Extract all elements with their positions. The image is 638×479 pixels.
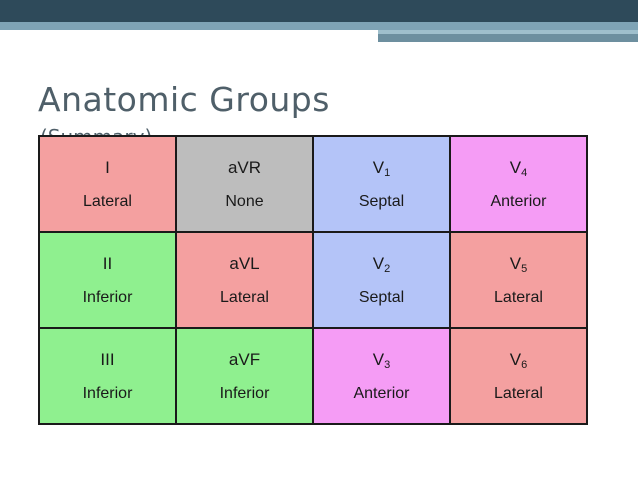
group-label: Lateral xyxy=(494,384,543,402)
anatomic-groups-table: I Lateral aVR None V1 Septal V4 Anterior… xyxy=(38,135,588,425)
slide-title: Anatomic Groups xyxy=(38,80,330,119)
lead-label: II xyxy=(102,253,113,273)
lead-label: aVR xyxy=(227,157,262,177)
group-label: None xyxy=(225,192,264,210)
group-label: Inferior xyxy=(219,384,270,402)
group-label: Lateral xyxy=(494,288,543,306)
cell-lead-v2: V2 Septal xyxy=(314,233,449,327)
cell-lead-v3: V3 Anterior xyxy=(314,329,449,423)
header-accent-tab-highlight xyxy=(378,30,638,34)
cell-lead-iii: III Inferior xyxy=(40,329,175,423)
cell-lead-avr: aVR None xyxy=(177,137,312,231)
lead-label: V4 xyxy=(509,157,528,179)
group-label: Lateral xyxy=(220,288,269,306)
cell-lead-v6: V6 Lateral xyxy=(451,329,586,423)
cell-lead-v5: V5 Lateral xyxy=(451,233,586,327)
cell-lead-avf: aVF Inferior xyxy=(177,329,312,423)
cell-lead-ii: II Inferior xyxy=(40,233,175,327)
lead-label: V5 xyxy=(509,253,528,275)
cell-lead-avl: aVL Lateral xyxy=(177,233,312,327)
group-label: Lateral xyxy=(83,192,132,210)
cell-lead-v4: V4 Anterior xyxy=(451,137,586,231)
lead-label: V6 xyxy=(509,349,528,371)
header-accent-band xyxy=(0,22,638,30)
lead-label: V1 xyxy=(372,157,391,179)
lead-label: V3 xyxy=(372,349,391,371)
group-label: Inferior xyxy=(82,384,133,402)
cell-lead-v1: V1 Septal xyxy=(314,137,449,231)
lead-label: aVL xyxy=(229,253,260,273)
header-band xyxy=(0,0,638,22)
cell-lead-i: I Lateral xyxy=(40,137,175,231)
group-label: Septal xyxy=(358,192,405,210)
lead-label: V2 xyxy=(372,253,391,275)
group-label: Anterior xyxy=(353,384,410,402)
lead-label: III xyxy=(100,349,115,369)
group-label: Septal xyxy=(358,288,405,306)
lead-label: I xyxy=(105,157,110,177)
lead-label: aVF xyxy=(228,349,261,369)
group-label: Anterior xyxy=(490,192,547,210)
group-label: Inferior xyxy=(82,288,133,306)
slide-subtitle: (Summary) xyxy=(40,123,152,135)
